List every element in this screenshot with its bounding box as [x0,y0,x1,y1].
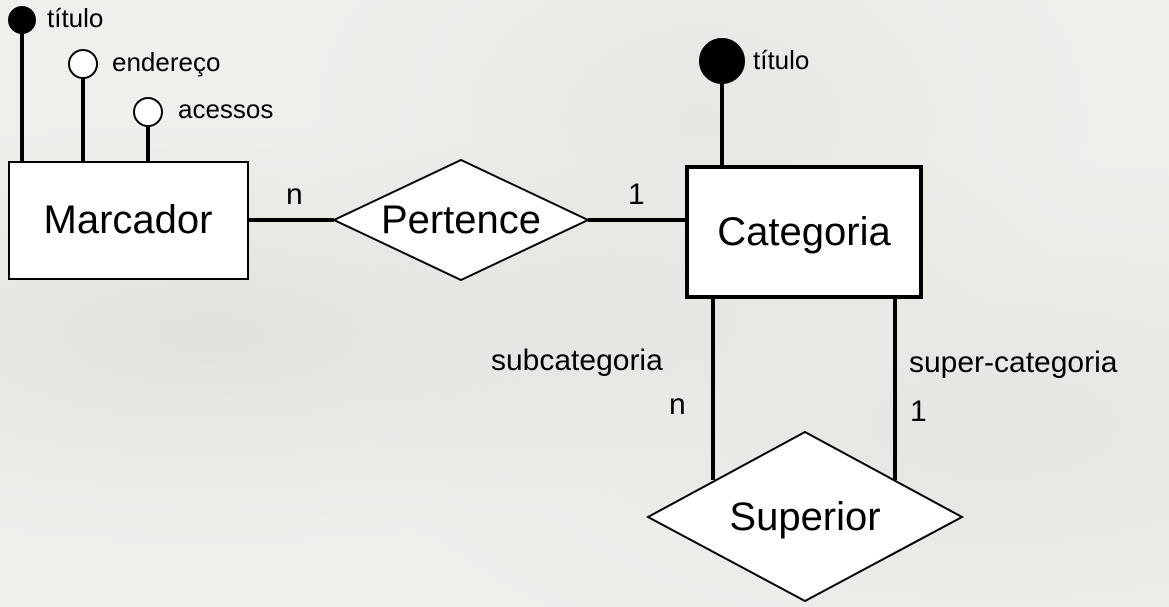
attribute-label-categoria-titulo: título [753,45,809,75]
attribute-label-marcador-acessos: acessos [178,94,273,124]
relationship-superior-label: Superior [729,495,880,539]
entity-categoria [685,165,923,299]
attribute-marker-marcador-acessos [133,97,163,127]
cardinality-marcador-pertence: n [286,178,303,211]
cardinality-subcategoria: n [669,388,686,421]
entity-marcador [8,161,249,280]
role-label-subcategoria: subcategoria [491,344,663,377]
entity-marcador-label: Marcador [44,198,213,242]
relationship-superior [645,430,965,603]
attribute-marker-marcador-endereco [68,49,98,79]
relationship-pertence-label: Pertence [381,198,541,242]
attribute-label-marcador-titulo: título [47,3,103,33]
key-attribute-marker-marcador-titulo [8,6,36,34]
key-attribute-marker-categoria-titulo [699,38,745,84]
relationship-pertence [331,158,591,282]
cardinality-supercategoria: 1 [910,395,927,428]
attribute-label-marcador-endereco: endereço [112,47,220,77]
role-label-supercategoria: super-categoria [909,346,1118,379]
entity-categoria-label: Categoria [717,210,891,254]
cardinality-categoria-pertence: 1 [628,178,645,211]
